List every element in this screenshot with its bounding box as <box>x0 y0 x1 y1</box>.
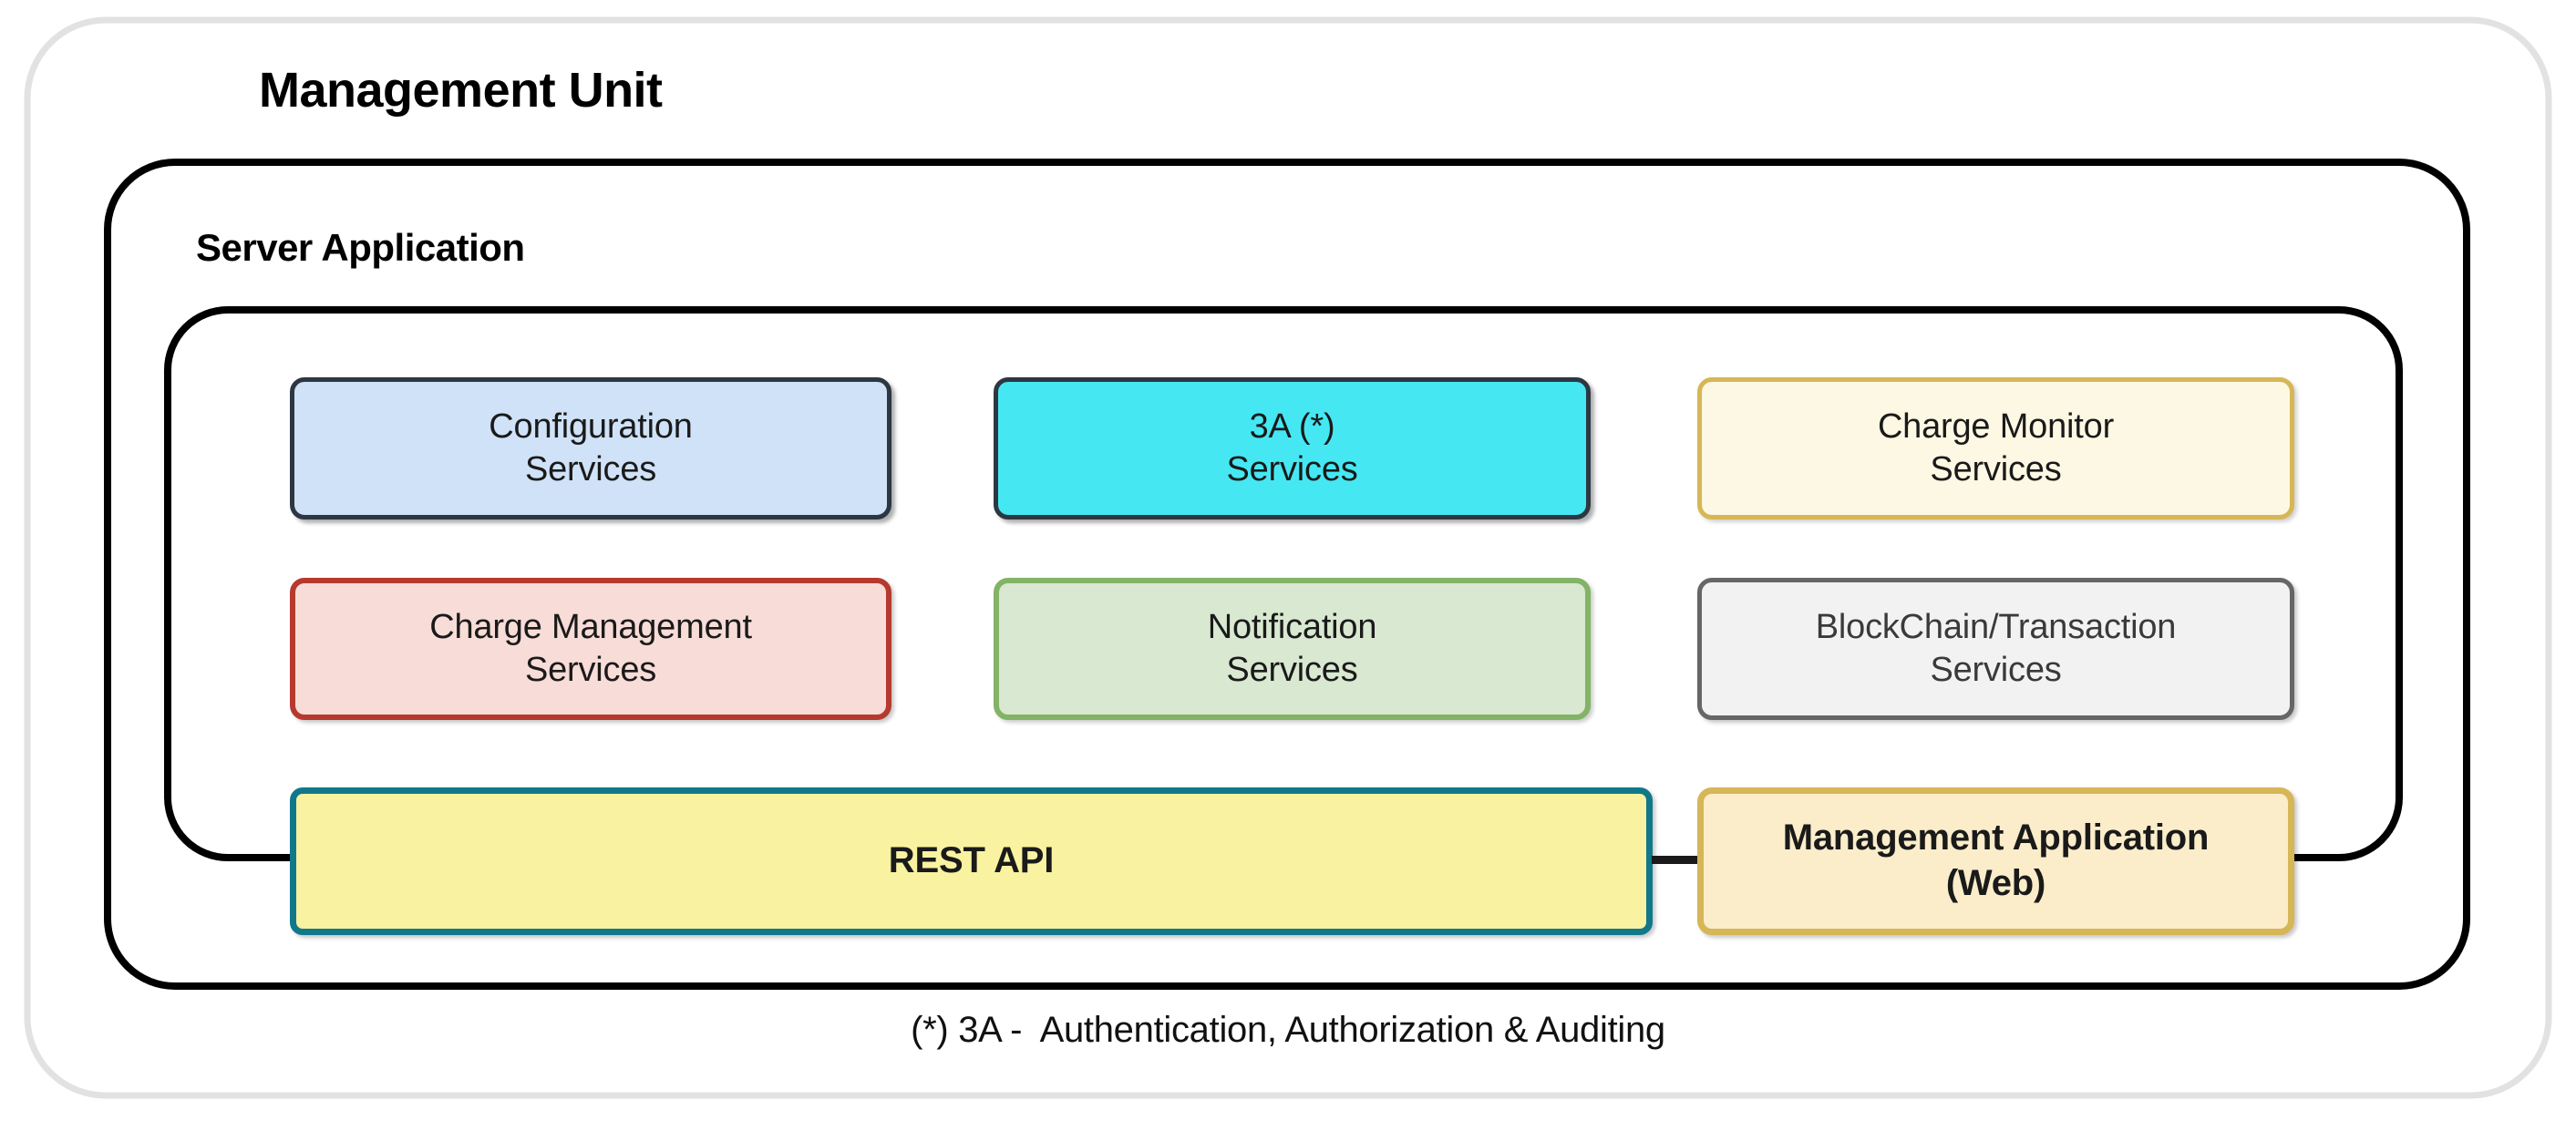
node-label: Charge Monitor Services <box>1869 406 2123 491</box>
connector-restapi-to-management-application <box>1652 856 1699 864</box>
node-label-line1: Notification <box>1207 607 1377 646</box>
management-unit-title: Management Unit <box>259 63 663 118</box>
node-management-application[interactable]: Management Application (Web) <box>1697 787 2294 935</box>
node-configuration-services[interactable]: Configuration Services <box>290 377 891 519</box>
node-label-line2: Services <box>524 450 657 489</box>
server-application-title: Server Application <box>196 226 525 269</box>
node-label: REST API <box>888 840 1055 881</box>
node-label-line2: (Web) <box>1945 863 2046 903</box>
node-label-line1: Configuration <box>489 406 693 446</box>
node-label-line2: Services <box>1930 651 2062 689</box>
node-charge-monitor-services[interactable]: Charge Monitor Services <box>1697 377 2294 519</box>
node-3a-services[interactable]: 3A (*) Services <box>994 377 1591 519</box>
node-label-line2: Services <box>1226 450 1358 489</box>
node-label-line1: BlockChain/Transaction <box>1815 607 2177 646</box>
node-label-line1: Management Application <box>1782 818 2210 859</box>
node-charge-management-services[interactable]: Charge Management Services <box>290 578 891 720</box>
node-rest-api[interactable]: REST API <box>290 787 1653 935</box>
node-label-line1: 3A (*) <box>1249 406 1335 446</box>
node-blockchain-transaction-services[interactable]: BlockChain/Transaction Services <box>1697 578 2294 720</box>
node-notification-services[interactable]: Notification Services <box>994 578 1591 720</box>
node-label: Configuration Services <box>479 406 701 491</box>
node-label-line2: Services <box>524 651 657 689</box>
node-label-line1: Charge Monitor <box>1877 406 2115 446</box>
node-label: Charge Management Services <box>420 606 761 692</box>
node-label-line1: Charge Management <box>429 607 752 646</box>
node-label: Management Application (Web) <box>1774 816 2219 906</box>
footnote-3a-legend: (*) 3A - Authentication, Authorization &… <box>911 1010 1665 1050</box>
node-label: 3A (*) Services <box>1217 406 1366 491</box>
node-label-line2: Services <box>1930 450 2062 489</box>
node-label: Notification Services <box>1199 606 1386 692</box>
node-label-line2: Services <box>1226 651 1358 689</box>
node-label: BlockChain/Transaction Services <box>1807 606 2186 692</box>
